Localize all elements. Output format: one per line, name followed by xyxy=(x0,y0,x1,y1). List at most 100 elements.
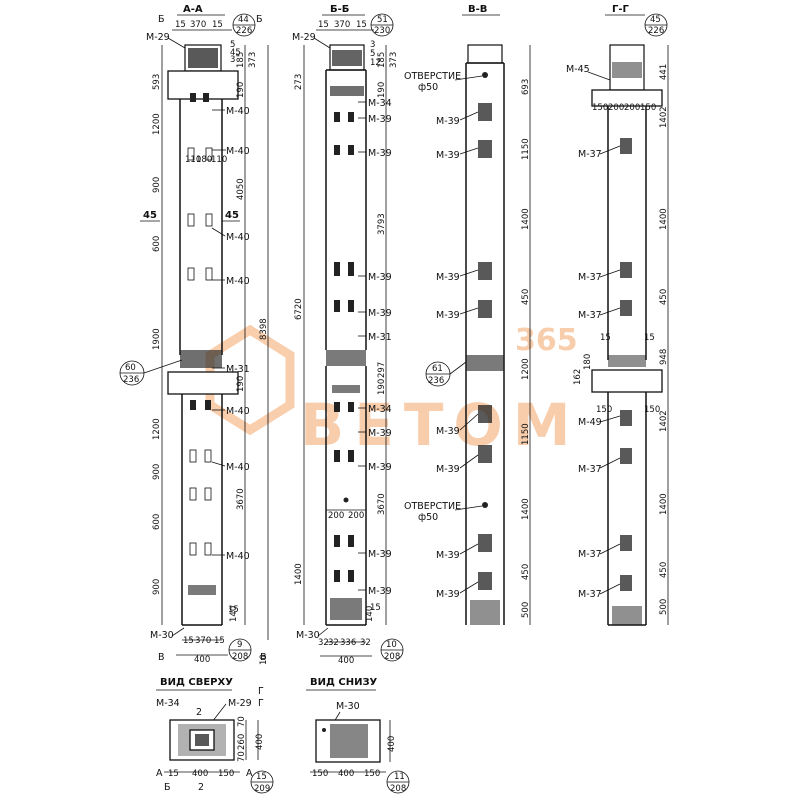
top-view-bottom-dim-1: 15 xyxy=(168,769,179,779)
vv-hole-icon-bottom xyxy=(482,502,488,508)
bottom-view-callout-sheet: 208 xyxy=(390,784,406,794)
aa-small-dim-2: 5 xyxy=(230,40,235,50)
bottom-view-callout-num: 11 xyxy=(394,772,405,782)
vv-plates xyxy=(478,103,492,590)
vv-hole-label-bottom: ОТВЕРСТИЕ xyxy=(404,501,461,512)
gg-right-dims: 441 1402 1400 450 948 1402 1400 450 500 xyxy=(659,64,669,615)
svg-text:450: 450 xyxy=(521,564,531,580)
top-view-mark-2: 2 xyxy=(198,782,204,793)
svg-text:1150: 1150 xyxy=(521,423,531,445)
section-gg-title: Г-Г xyxy=(612,4,630,15)
gg-side-dim-3: 15 xyxy=(600,333,611,343)
vv-right-dims: 693 1150 1400 450 1200 1150 1400 450 500 xyxy=(521,79,531,618)
svg-text:3670: 3670 xyxy=(377,493,387,515)
bb-top-dim-2: 370 xyxy=(334,20,350,30)
section-aa: А-А Б Б 15 370 15 44 226 М-29 xyxy=(119,4,269,665)
svg-text:1200: 1200 xyxy=(152,418,162,440)
bb-left-dim-2: 6720 xyxy=(294,298,304,320)
aa-bottom-dim-2: 370 xyxy=(195,636,211,646)
gg-mid-spacing-1: 150 xyxy=(596,405,612,415)
bb-small-dim-3: 12 xyxy=(370,58,381,68)
bottom-view-title: ВИД СНИЗУ xyxy=(310,677,378,688)
bb-left-dim-1: 273 xyxy=(294,74,304,90)
svg-text:948: 948 xyxy=(659,349,669,365)
bb-label: М-39 xyxy=(368,549,392,560)
top-view-title: ВИД СВЕРХУ xyxy=(160,677,233,688)
svg-text:1402: 1402 xyxy=(659,106,669,128)
aa-callout-bottom-sheet: 208 xyxy=(232,652,248,662)
bb-label: М-31 xyxy=(368,332,392,343)
bb-bottom-dim-1: 32 xyxy=(328,638,339,648)
section-aa-marker-left: Б xyxy=(158,14,165,25)
aa-callout-mid-num: 60 xyxy=(125,363,136,373)
gg-label: М-37 xyxy=(578,310,602,321)
aa-label: М-40 xyxy=(226,406,250,417)
top-view-right-dim-1: 70 xyxy=(237,716,247,727)
bb-label: М-39 xyxy=(368,114,392,125)
aa-small-dim-1: 45 xyxy=(230,48,241,58)
aa-label: М-40 xyxy=(226,106,250,117)
svg-text:593: 593 xyxy=(152,74,162,90)
aa-spacing-1: 110 xyxy=(185,155,201,165)
top-view-bottom-dim-2: 400 xyxy=(192,769,208,779)
vv-hole-dia-bottom: ф50 xyxy=(418,512,438,523)
aa-bracket-45: 45 xyxy=(143,210,157,221)
aa-labels: М-40 М-40 М-40 М-40 М-31 М-40 М-40 М-40 … xyxy=(150,106,250,641)
svg-text:1400: 1400 xyxy=(659,493,669,515)
aa-dim-15-right: 15 xyxy=(228,605,239,615)
bb-label: М-30 xyxy=(296,630,320,641)
svg-text:441: 441 xyxy=(659,64,669,80)
vv-hole-dia-top: ф50 xyxy=(418,82,438,93)
top-view-right-dim-3: 70 xyxy=(237,751,247,762)
bb-label: М-39 xyxy=(368,272,392,283)
svg-text:150: 150 xyxy=(640,103,656,113)
vv-label: М-39 xyxy=(436,550,460,561)
svg-text:297: 297 xyxy=(377,362,387,378)
svg-text:8398: 8398 xyxy=(259,318,269,340)
bb-width: 400 xyxy=(338,656,354,666)
svg-text:1402: 1402 xyxy=(659,410,669,432)
svg-text:600: 600 xyxy=(152,514,162,530)
aa-callout-bottom-num: 9 xyxy=(237,640,242,650)
bb-bottom-dim-2: 336 xyxy=(340,638,356,648)
section-vv-title: В-В xyxy=(468,4,487,15)
aa-left-dims: 593 1200 900 600 1900 1200 900 600 900 xyxy=(152,74,162,595)
gg-label: М-37 xyxy=(578,464,602,475)
svg-text:15: 15 xyxy=(370,603,381,613)
bottom-view-bottom-dim-2: 400 xyxy=(338,769,354,779)
svg-text:1200: 1200 xyxy=(521,358,531,380)
aa-spacing-3: 110 xyxy=(211,155,227,165)
bb-callout-bottom-sheet: 208 xyxy=(384,652,400,662)
svg-text:1400: 1400 xyxy=(659,208,669,230)
bb-label: М-39 xyxy=(368,308,392,319)
vv-label: М-39 xyxy=(436,426,460,437)
aa-width: 400 xyxy=(194,655,210,665)
bb-label: М-39 xyxy=(368,148,392,159)
bb-label: М-39 xyxy=(368,428,392,439)
svg-text:190: 190 xyxy=(377,379,387,395)
svg-text:450: 450 xyxy=(659,562,669,578)
bottom-view-label-m30: М-30 xyxy=(336,701,360,712)
svg-text:900: 900 xyxy=(152,177,162,193)
gg-label: М-37 xyxy=(578,589,602,600)
svg-text:190: 190 xyxy=(236,376,246,392)
aa-label-m29: М-29 xyxy=(146,32,170,43)
bb-right-dims: 185 373 190 3793 297 190 3670 140 15 xyxy=(365,52,399,622)
vv-hole-icon-top xyxy=(482,72,488,78)
gg-callout-top-num: 45 xyxy=(650,15,661,25)
top-view-right-dim-4: 400 xyxy=(255,734,265,750)
svg-text:3793: 3793 xyxy=(377,213,387,235)
bb-callout-top-sheet: 230 xyxy=(374,26,390,36)
bb-small-dim-1: 3 xyxy=(370,40,375,50)
aa-top-dim-3: 15 xyxy=(212,20,223,30)
bb-mid-dim-2: 200 xyxy=(348,511,364,521)
aa-bottom-dim-1: 15 xyxy=(183,636,194,646)
aa-callout-top-sheet: 226 xyxy=(236,26,252,36)
top-view-marker-left: А xyxy=(156,768,163,779)
gg-side-dim-1: 162 xyxy=(573,369,583,385)
aa-top-dim-1: 15 xyxy=(175,20,186,30)
bb-callout-top-num: 51 xyxy=(377,15,388,25)
aa-right-dims: 185 373 190 4050 8398 190 3670 140 10 xyxy=(229,52,269,665)
aa-label: М-40 xyxy=(226,146,250,157)
watermark-text: BETOM xyxy=(300,391,580,459)
